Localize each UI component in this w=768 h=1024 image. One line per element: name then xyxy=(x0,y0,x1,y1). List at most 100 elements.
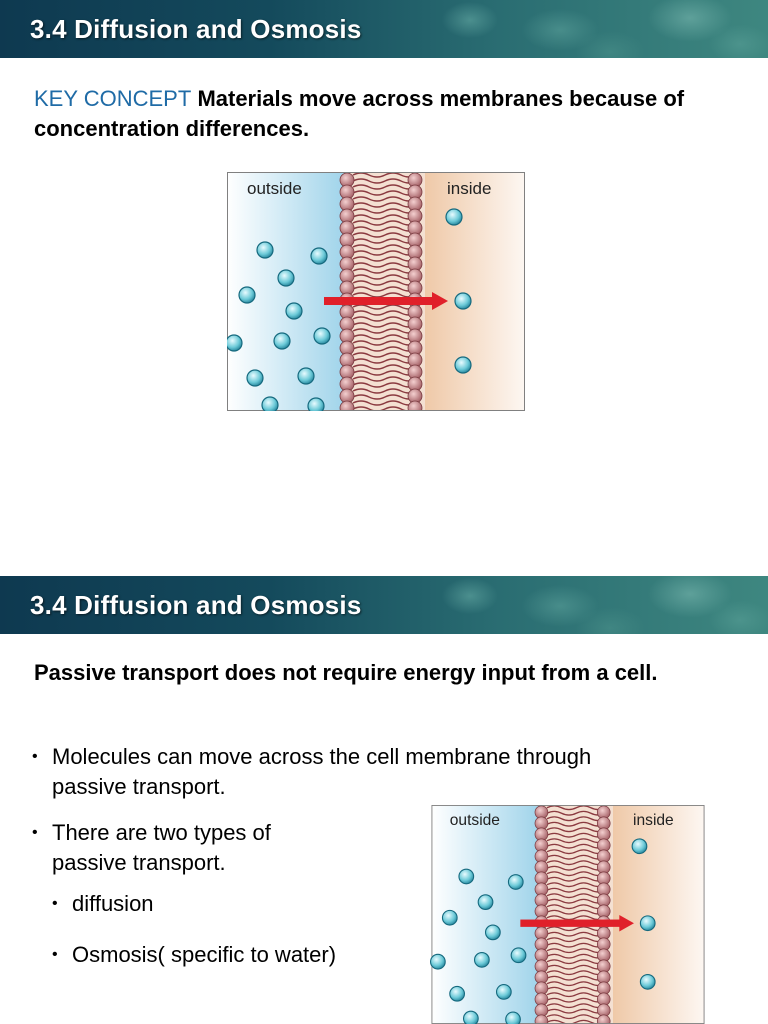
solute-molecule xyxy=(631,838,648,855)
lipid-tail xyxy=(546,876,606,882)
lipid-tail xyxy=(352,268,418,274)
lipid-tail xyxy=(546,816,606,822)
solute-molecule xyxy=(484,924,501,941)
lipid-tail xyxy=(352,172,418,178)
lipid-tail xyxy=(352,286,418,292)
lipid-tail xyxy=(352,400,418,406)
lipid-tail xyxy=(546,975,606,981)
lipid-tail xyxy=(352,250,418,256)
lipid-tail xyxy=(352,208,418,214)
lipid-tail xyxy=(352,202,418,208)
lipid-tail xyxy=(546,942,606,948)
lipid-tail xyxy=(352,346,418,352)
lipid-tail xyxy=(352,370,418,376)
solute-molecule xyxy=(285,302,303,320)
solute-molecule xyxy=(639,973,656,990)
slide-2: 3.4 Diffusion and Osmosis Passive transp… xyxy=(0,576,768,1024)
solute-molecule xyxy=(227,334,243,352)
lipid-tail xyxy=(352,376,418,382)
lipid-tail xyxy=(352,340,418,346)
lipid-tail xyxy=(546,810,606,816)
bullet-text: Osmosis( specific to water) xyxy=(72,942,337,967)
bullet-2: • There are two types of passive transpo… xyxy=(32,818,342,878)
lipid-tail xyxy=(546,948,606,954)
solute-molecule xyxy=(313,327,331,345)
inside-region xyxy=(425,172,525,411)
solute-molecule xyxy=(277,269,295,287)
phospholipid-head xyxy=(407,400,423,411)
lipid-tail xyxy=(352,262,418,268)
inside-label: inside xyxy=(447,179,491,198)
lipid-tail xyxy=(352,322,418,328)
lipid-tail xyxy=(352,394,418,400)
lipid-tail xyxy=(546,981,606,987)
lipid-tail xyxy=(546,805,606,811)
lipid-tail xyxy=(546,997,606,1003)
lipid-tail xyxy=(546,882,606,888)
lipid-tail xyxy=(546,1008,606,1014)
lipid-tail xyxy=(546,827,606,833)
lipid-tail xyxy=(546,926,606,932)
lipid-tail xyxy=(352,280,418,286)
sub-bullet-2: • Osmosis( specific to water) xyxy=(52,940,392,970)
inside-label: inside xyxy=(633,812,674,829)
solute-molecule xyxy=(454,292,472,310)
lipid-tail xyxy=(352,190,418,196)
lipid-tail xyxy=(352,214,418,220)
solute-molecule xyxy=(462,1010,479,1024)
outside-label: outside xyxy=(450,812,500,829)
slide-heading: Passive transport does not require energ… xyxy=(34,660,658,685)
solute-molecule xyxy=(307,397,325,411)
lipid-tail xyxy=(352,220,418,226)
key-concept-text: Materials move across membranes because … xyxy=(34,86,685,141)
slide-title: 3.4 Diffusion and Osmosis xyxy=(30,14,362,44)
lipid-tail xyxy=(352,292,418,298)
lipid-tail xyxy=(352,304,418,310)
lipid-tail xyxy=(546,959,606,965)
lipid-tail xyxy=(546,893,606,899)
lipid-tail xyxy=(352,196,418,202)
lipid-tail xyxy=(546,992,606,998)
lipid-tail xyxy=(352,244,418,250)
solute-molecule xyxy=(238,286,256,304)
solute-molecule xyxy=(495,984,512,1000)
solute-molecule xyxy=(430,953,446,970)
outside-label: outside xyxy=(247,179,302,198)
lipid-tail xyxy=(546,865,606,871)
solute-molecule xyxy=(510,947,527,964)
lipid-tail xyxy=(546,1014,606,1020)
bullet-text: diffusion xyxy=(72,891,154,916)
diagram-border xyxy=(227,172,525,411)
bullet-dot: • xyxy=(32,824,38,841)
solute-molecule xyxy=(507,874,524,890)
lipid-tail xyxy=(546,909,606,915)
lipid-tail xyxy=(352,388,418,394)
lipid-tail xyxy=(546,887,606,893)
lipid-tail xyxy=(546,915,606,921)
lipid-tail xyxy=(352,184,418,190)
lipid-tail xyxy=(352,274,418,280)
lipid-tail xyxy=(546,904,606,910)
membrane-diagram: outside inside xyxy=(227,172,525,411)
membrane-diagram: outside inside xyxy=(430,805,705,1024)
lipid-tail xyxy=(352,256,418,262)
lipid-tail xyxy=(352,358,418,364)
lipid-tail xyxy=(546,849,606,855)
solute-molecule xyxy=(273,332,291,350)
sub-bullet-1: • diffusion xyxy=(52,889,392,919)
lipid-tail xyxy=(352,316,418,322)
diffusion-arrow xyxy=(324,292,448,310)
lipid-tail xyxy=(352,178,418,184)
bullet-dot: • xyxy=(52,895,58,912)
solute-molecule xyxy=(505,1011,521,1024)
lipid-tail xyxy=(546,964,606,970)
lipid-tail xyxy=(352,232,418,238)
lipid-tail xyxy=(352,310,418,316)
lipid-tail xyxy=(546,970,606,976)
solute-molecule xyxy=(477,894,494,911)
solute-molecule xyxy=(256,241,274,259)
key-concept-label: KEY CONCEPT xyxy=(34,86,192,111)
lipid-tail xyxy=(352,364,418,370)
phospholipid-head xyxy=(339,400,355,411)
solute-molecule xyxy=(310,247,328,265)
